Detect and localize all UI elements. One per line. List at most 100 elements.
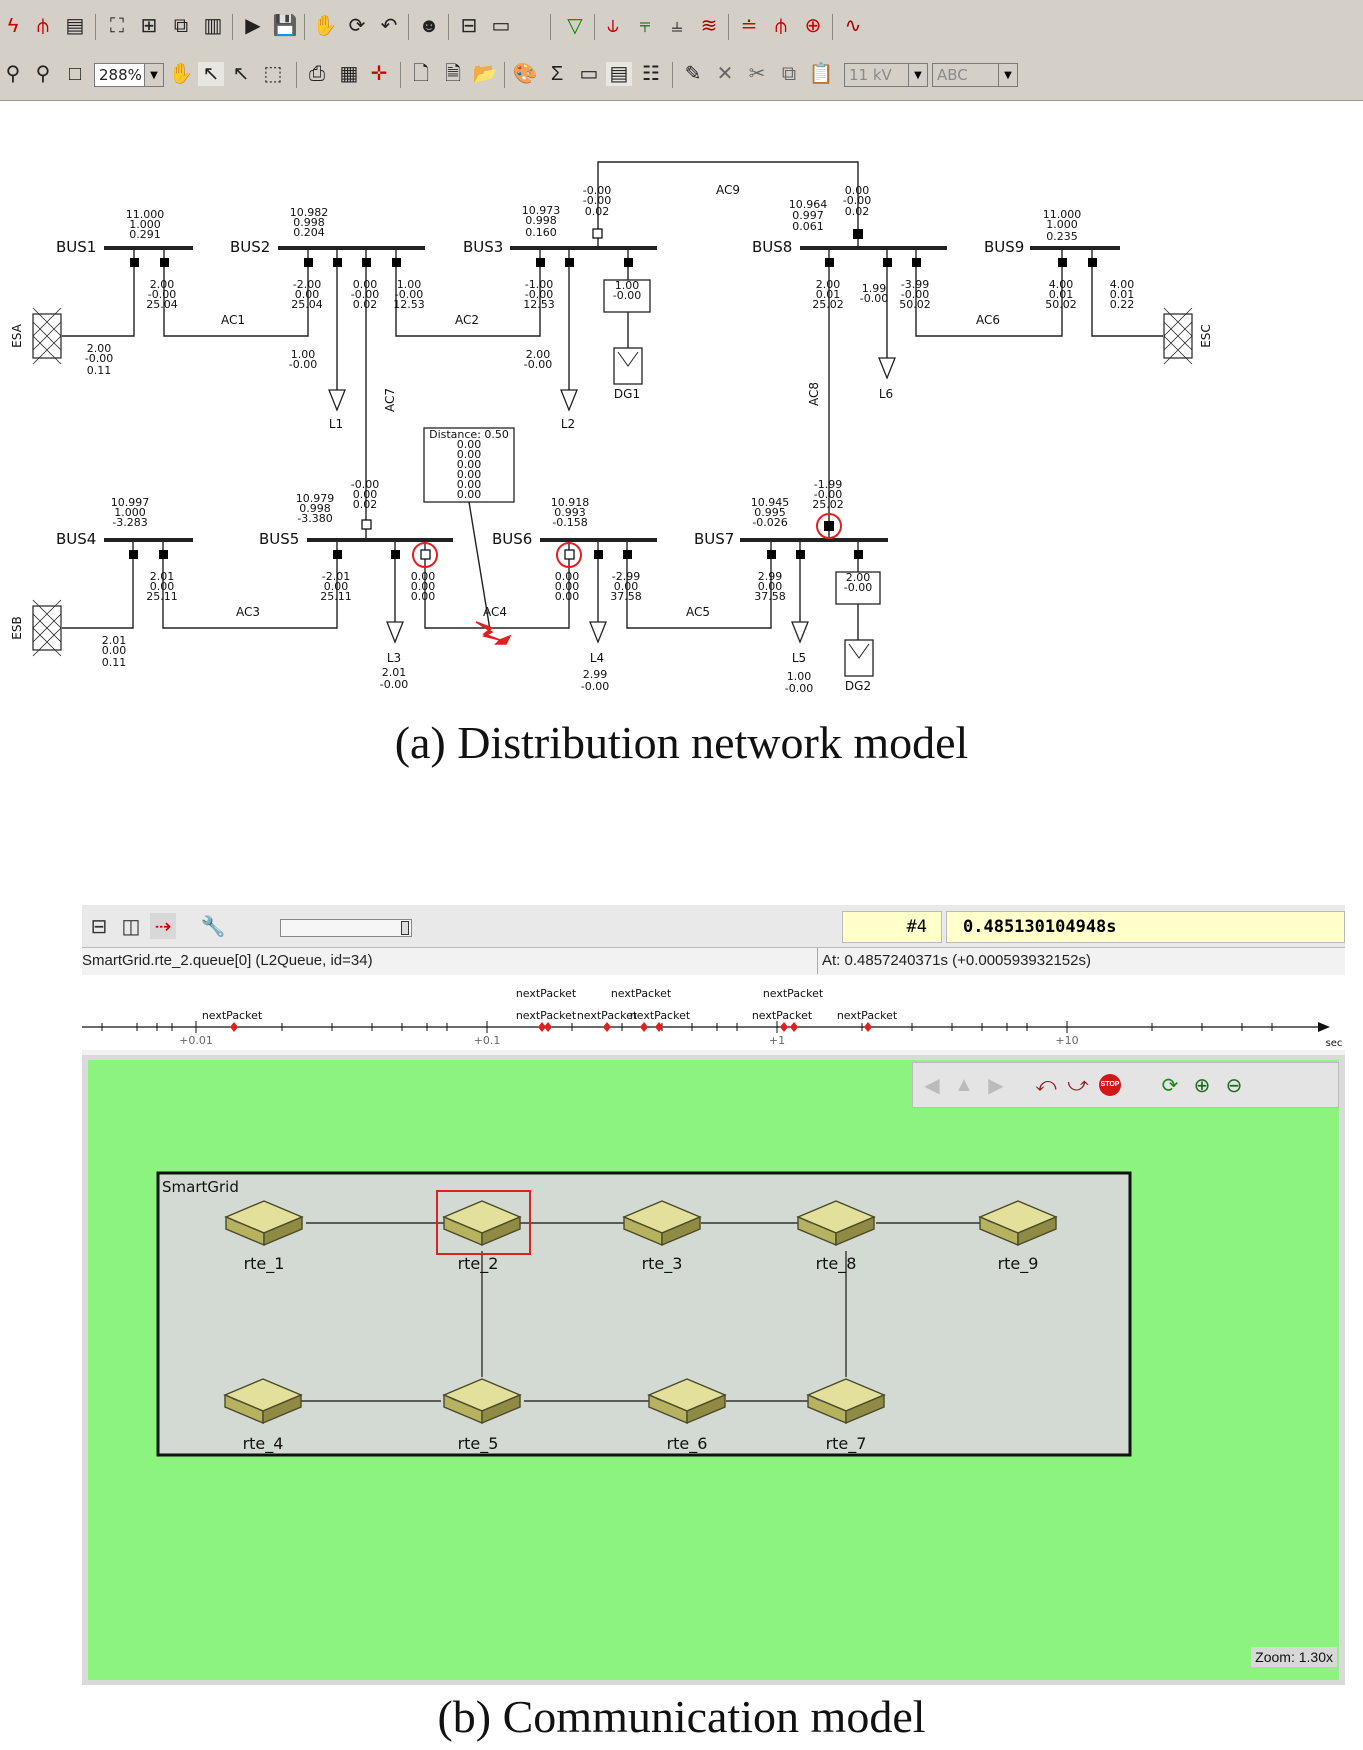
select-pointer-icon[interactable]: ↖ bbox=[198, 62, 224, 86]
run-icon[interactable]: ▶ bbox=[245, 15, 261, 37]
source-label: ESC bbox=[1199, 324, 1213, 348]
delete-icon[interactable]: ✕ bbox=[716, 63, 734, 85]
svg-text:-1.99: -1.99 bbox=[814, 478, 842, 491]
forward-animation-icon[interactable]: ⤻ bbox=[1067, 1073, 1089, 1096]
svg-text:0.00: 0.00 bbox=[457, 438, 482, 451]
zoom-out-icon[interactable]: ⊖ bbox=[1225, 1074, 1243, 1097]
network-icon[interactable]: ⛶ bbox=[110, 15, 124, 37]
line-label: AC1 bbox=[221, 313, 245, 327]
filter-down-icon[interactable]: ▽ bbox=[567, 15, 583, 37]
user-icon[interactable]: ☻ bbox=[418, 15, 440, 37]
cut-icon[interactable]: ✂ bbox=[748, 63, 766, 85]
split-vertical-icon[interactable]: ◫ bbox=[121, 915, 141, 938]
pan-hand-icon[interactable]: ✋ bbox=[168, 63, 194, 85]
text-box-icon[interactable]: ▤ bbox=[606, 62, 632, 86]
line-label: AC8 bbox=[807, 382, 821, 406]
sum-icon[interactable]: Σ bbox=[550, 63, 564, 85]
bus-label: BUS3 bbox=[463, 238, 503, 256]
sim-toolbar: ⊟ ◫ ⇢ 🔧 #4 0.485130104948s bbox=[82, 905, 1345, 948]
crosshair-icon[interactable]: ✛ bbox=[370, 63, 388, 85]
slider-handle[interactable] bbox=[401, 921, 409, 935]
split-horizontal-icon[interactable]: ⊟ bbox=[90, 915, 108, 938]
svg-text:-3.283: -3.283 bbox=[112, 516, 147, 529]
add-breaker-icon[interactable]: ⫛ bbox=[775, 15, 787, 37]
svg-text:0.00: 0.00 bbox=[102, 644, 127, 657]
flash-icon[interactable]: ϟ bbox=[7, 15, 19, 37]
palette-icon[interactable]: 🎨 bbox=[512, 63, 538, 85]
svg-text:-0.00: -0.00 bbox=[289, 358, 317, 371]
refresh-icon[interactable]: ⟳ bbox=[348, 15, 366, 37]
svg-text:-0.00: -0.00 bbox=[785, 682, 813, 695]
add-bus-icon[interactable]: ≐ bbox=[740, 15, 758, 37]
event-marker bbox=[603, 1022, 611, 1032]
zoom-out-icon[interactable]: ⚲ bbox=[35, 63, 51, 85]
back-icon[interactable]: ◀ bbox=[924, 1074, 940, 1097]
zoom-select[interactable]: 288% ▼ bbox=[94, 63, 164, 87]
node-label: rte_3 bbox=[642, 1254, 683, 1274]
relayout-icon[interactable]: ⟳ bbox=[1161, 1074, 1179, 1097]
new-page-icon[interactable]: 🗎 bbox=[444, 63, 462, 85]
speed-slider[interactable] bbox=[280, 919, 412, 937]
page-icon[interactable]: ▥ bbox=[203, 15, 223, 37]
svg-text:nextPacket: nextPacket bbox=[763, 987, 824, 1000]
svg-text:1.99: 1.99 bbox=[862, 282, 887, 295]
load-flow-icon[interactable]: ∿ bbox=[844, 15, 862, 37]
forward-icon[interactable]: ▶ bbox=[988, 1074, 1004, 1097]
save-icon[interactable]: 💾 bbox=[272, 15, 298, 37]
circuit-breaker-icon[interactable]: ⫛ bbox=[37, 15, 49, 37]
undo-icon[interactable]: ↶ bbox=[380, 15, 398, 37]
short-circuit-icon[interactable]: ⫝ bbox=[607, 15, 619, 37]
svg-text:37.58: 37.58 bbox=[610, 590, 642, 603]
zoom-in-icon[interactable]: ⚲ bbox=[5, 63, 21, 85]
svg-text:0.998: 0.998 bbox=[293, 216, 325, 229]
wrench-icon[interactable]: 🔧 bbox=[200, 915, 226, 938]
frame-icon[interactable]: ▭ bbox=[579, 63, 599, 85]
up-icon[interactable]: ▲ bbox=[954, 1073, 974, 1096]
timeline-icon[interactable]: ⇢ bbox=[150, 913, 176, 939]
motor-start-icon[interactable]: ⫧ bbox=[639, 15, 651, 37]
voltage-select[interactable]: 11 kV ▼ bbox=[844, 63, 928, 87]
report-icon[interactable]: ▤ bbox=[65, 15, 85, 37]
svg-text:-0.00: -0.00 bbox=[581, 680, 609, 693]
hand-icon[interactable]: ✋ bbox=[312, 15, 338, 37]
text-style-select[interactable]: ABC ▼ bbox=[932, 63, 1018, 87]
paste-icon[interactable]: 📋 bbox=[808, 63, 834, 85]
zoom-in-icon[interactable]: ⊕ bbox=[1193, 1074, 1211, 1097]
table-icon[interactable]: ⊟ bbox=[460, 15, 478, 37]
edit-icon[interactable]: ✎ bbox=[684, 63, 702, 85]
list-icon[interactable]: ☷ bbox=[642, 63, 660, 85]
svg-text:-0.00: -0.00 bbox=[860, 292, 888, 305]
print-icon[interactable]: ⎙ bbox=[309, 63, 325, 85]
harmonics-icon[interactable]: ≋ bbox=[700, 15, 718, 37]
layout-icon[interactable]: ▦ bbox=[339, 63, 359, 85]
svg-text:0.02: 0.02 bbox=[845, 205, 870, 218]
svg-text:10.979: 10.979 bbox=[296, 492, 335, 505]
copy-diagram-icon[interactable]: ⧉ bbox=[173, 15, 189, 37]
bus-label: BUS1 bbox=[56, 238, 96, 256]
stop-icon[interactable]: STOP bbox=[1097, 1072, 1123, 1098]
flow-reading: 0.00-0.000.02 bbox=[843, 184, 871, 218]
smartgrid-network: SmartGrid rte_1 rte_2 rte_3 rte_8 rte_9 bbox=[156, 1171, 1132, 1457]
svg-text:25.11: 25.11 bbox=[146, 590, 178, 603]
grid-icon[interactable]: ⊞ bbox=[140, 15, 158, 37]
node-label: rte_6 bbox=[667, 1434, 708, 1454]
event-marker bbox=[544, 1022, 552, 1032]
svg-text:12.53: 12.53 bbox=[523, 298, 555, 311]
new-file-icon[interactable]: 🗋 bbox=[412, 63, 430, 85]
svg-text:-0.00: -0.00 bbox=[351, 478, 379, 491]
rewind-animation-icon[interactable]: ⤺ bbox=[1035, 1073, 1057, 1096]
select-all-icon[interactable]: ⬚ bbox=[263, 63, 283, 85]
window-icon[interactable]: ▭ bbox=[491, 15, 511, 37]
svg-text:11.000: 11.000 bbox=[1043, 208, 1082, 221]
load-label: L6 bbox=[879, 387, 893, 401]
copy-icon[interactable]: ⧉ bbox=[781, 63, 797, 85]
svg-text:-0.00: -0.00 bbox=[351, 288, 379, 301]
open-folder-icon[interactable]: 📂 bbox=[472, 63, 498, 85]
lasso-select-icon[interactable]: ↖ bbox=[232, 63, 250, 85]
zoom-fault-icon[interactable]: ⊕ bbox=[804, 15, 822, 37]
page-blank-icon[interactable]: □ bbox=[68, 63, 82, 85]
stability-icon[interactable]: ⫨ bbox=[671, 15, 683, 37]
